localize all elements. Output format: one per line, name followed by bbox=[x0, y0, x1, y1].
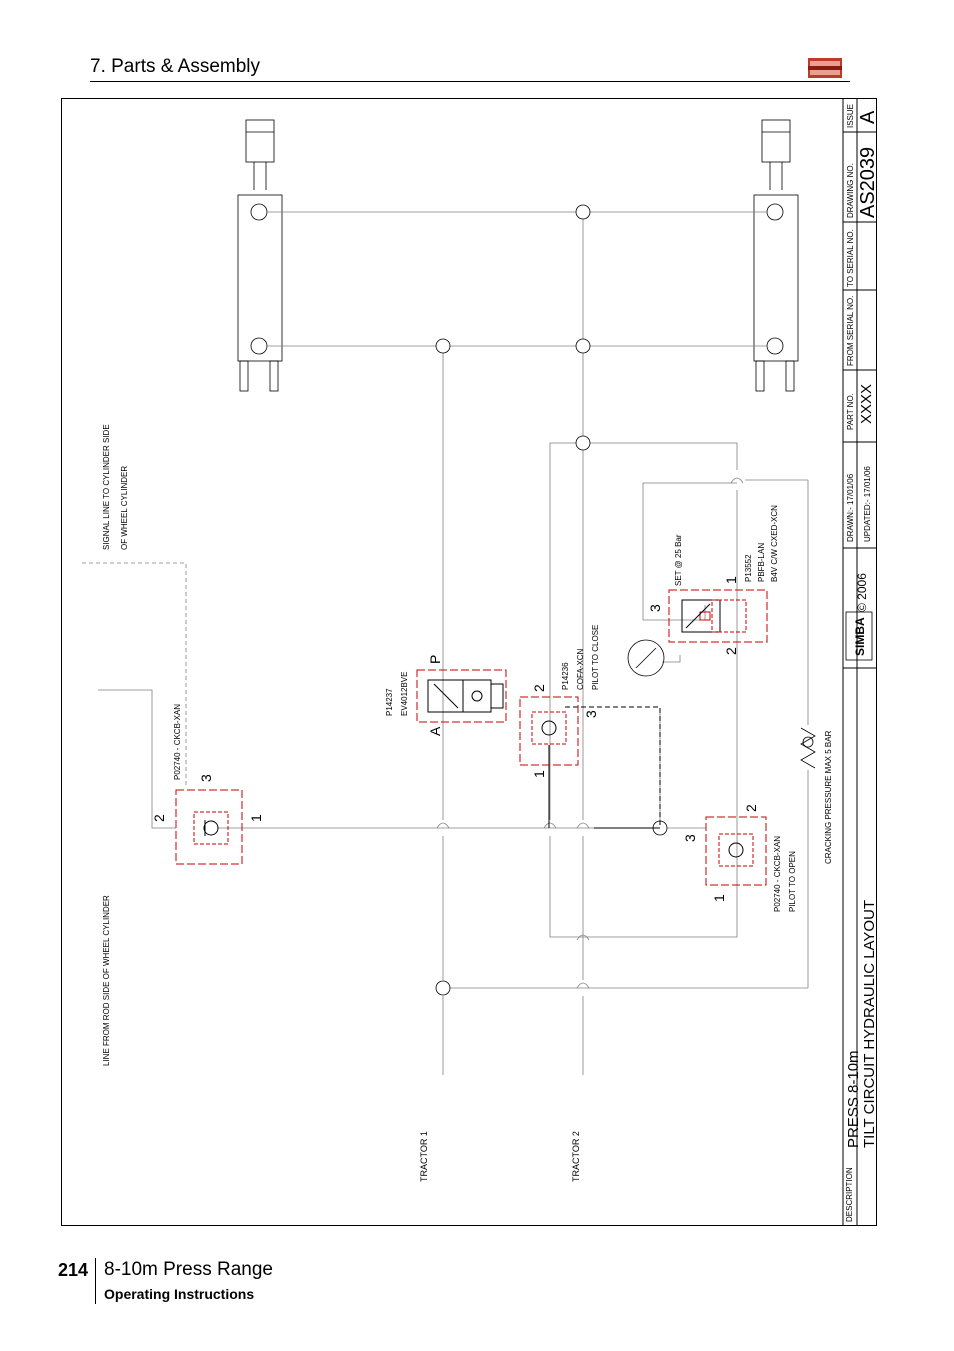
port-label: 1 bbox=[531, 770, 547, 778]
tractor-1-label: TRACTOR 1 bbox=[419, 1131, 429, 1182]
drawing-no-label: DRAWING NO. bbox=[846, 163, 855, 218]
ckcb-part: P02740 - CKCB-XAN bbox=[773, 836, 782, 912]
check-valve-left bbox=[175, 789, 243, 865]
port-label: 3 bbox=[682, 834, 698, 842]
grey-lines bbox=[218, 211, 809, 1075]
from-serial-label: FROM SERIAL NO. bbox=[846, 296, 855, 366]
port-label: 3 bbox=[198, 774, 214, 782]
relief-valve bbox=[668, 589, 768, 643]
to-serial-label: TO SERIAL NO. bbox=[846, 229, 855, 287]
issue-value: A bbox=[857, 110, 879, 124]
tractor-2-label: TRACTOR 2 bbox=[571, 1131, 581, 1182]
section-title: 7. Parts & Assembly bbox=[90, 56, 261, 77]
updated-date: UPDATED:- 17/01/06 bbox=[863, 466, 872, 542]
ev-part: P14237 bbox=[385, 688, 394, 716]
port-label: 2 bbox=[531, 684, 547, 692]
wheel-cylinder-left bbox=[237, 119, 283, 392]
relief-desc: B4V C/W CXED-XCN bbox=[770, 505, 779, 582]
cofa-desc: PILOT TO CLOSE bbox=[591, 625, 600, 690]
port-label: 1 bbox=[711, 894, 727, 902]
cracking-pressure-label: CRACKING PRESSURE MAX 5 BAR bbox=[824, 730, 833, 864]
signal-line-label-2: OF WHEEL CYLINDER bbox=[120, 466, 129, 550]
ev-code: EV4012BVE bbox=[400, 672, 409, 716]
header-rule bbox=[90, 81, 850, 82]
port-label-p: P bbox=[427, 655, 443, 664]
port-label: 1 bbox=[248, 814, 264, 822]
copyright: © 2006 bbox=[855, 573, 869, 612]
footer-rule bbox=[95, 1258, 96, 1304]
drawing-no-value: AS2039 bbox=[857, 147, 879, 218]
port-label: 1 bbox=[723, 576, 739, 584]
port-label: 3 bbox=[583, 710, 599, 718]
page-number: 214 bbox=[58, 1260, 89, 1280]
drawing-frame bbox=[61, 98, 877, 1226]
left-valve-part: P02740 - CKCB-XAN bbox=[173, 704, 182, 780]
title-block bbox=[842, 98, 877, 1226]
line-crossings bbox=[436, 477, 744, 989]
cracking-check-valve bbox=[800, 727, 816, 769]
junction-nodes bbox=[435, 204, 668, 996]
ckcb-valve bbox=[705, 816, 767, 886]
relief-part: P13552 bbox=[744, 554, 753, 582]
ev-valve bbox=[416, 669, 507, 723]
port-label: 3 bbox=[647, 604, 663, 612]
relief-code: PBFB-LAN bbox=[757, 543, 766, 582]
title-block-logo-text: SIMBA bbox=[853, 617, 867, 656]
cofa-part: P14236 bbox=[561, 662, 570, 690]
port-label: 2 bbox=[151, 814, 167, 822]
rod-line-label: LINE FROM ROD SIDE OF WHEEL CYLINDER bbox=[102, 895, 111, 1066]
pilot-lines bbox=[548, 706, 661, 829]
footer-title: 8-10m Press Range bbox=[104, 1259, 273, 1280]
port-label: 2 bbox=[723, 647, 739, 655]
description-line2: TILT CIRCUIT HYDRAULIC LAYOUT bbox=[861, 900, 878, 1148]
pressure-gauge bbox=[627, 639, 665, 677]
title-block-logo: SIMBA bbox=[845, 611, 873, 661]
part-no-value: XXXX bbox=[858, 384, 875, 424]
ckcb-desc: PILOT TO OPEN bbox=[788, 851, 797, 912]
footer-subtitle: Operating Instructions bbox=[104, 1286, 255, 1302]
signal-lines bbox=[82, 562, 187, 829]
drawn-date: DRAWN:- 17/01/06 bbox=[846, 473, 855, 542]
cofa-code: COFA-XCN bbox=[576, 648, 585, 690]
part-no-label: PART NO. bbox=[846, 393, 855, 430]
cofa-valve bbox=[519, 696, 579, 766]
description-line1: PRESS 8-10m bbox=[845, 1050, 862, 1148]
port-label: 2 bbox=[743, 804, 759, 812]
wheel-cylinder-right bbox=[753, 119, 799, 392]
relief-set: SET @ 25 Bar bbox=[674, 534, 683, 586]
simba-logo bbox=[808, 58, 842, 78]
port-label-a: A bbox=[427, 726, 443, 736]
description-label: DESCRIPTION bbox=[845, 1167, 854, 1222]
signal-line-label-1: SIGNAL LINE TO CYLINDER SIDE bbox=[102, 424, 111, 550]
issue-label: ISSUE bbox=[846, 104, 855, 128]
